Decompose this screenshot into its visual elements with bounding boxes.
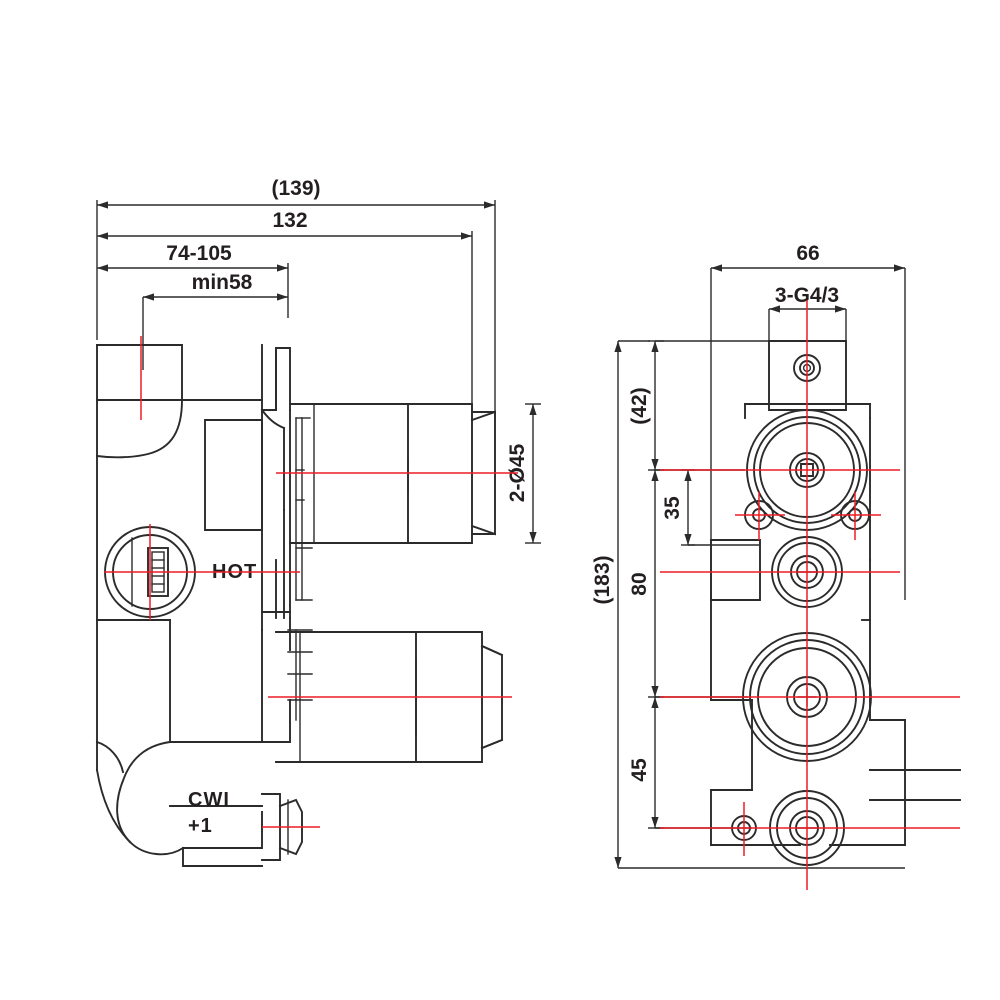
dimension-port-thread: 3-G4/3: [768, 284, 847, 340]
centerlines-right-view: [660, 300, 960, 890]
dimension-adjust-range: 74-105: [97, 242, 289, 318]
dimension-label-top-offset: (42): [628, 387, 651, 424]
dimension-label-overall-reference: (139): [271, 177, 320, 200]
dimension-label-minimum-depth: min58: [192, 271, 253, 294]
dimension-label-lower-spacing: 45: [628, 758, 651, 782]
dimension-lug-spacing: 35: [661, 469, 760, 546]
valve-body-side-profile: [95, 344, 263, 867]
dimension-overall-height: (183): [591, 340, 905, 869]
centerlines-left-view: [104, 336, 518, 828]
dimension-label-overall: 132: [272, 209, 307, 232]
dimension-minimum-depth: min58: [142, 271, 288, 370]
dimension-label-mid-spacing: 80: [628, 572, 651, 595]
dimension-overall: 132: [97, 209, 473, 420]
dimension-label-port-thread: 3-G4/3: [775, 284, 839, 307]
dimension-label-lug-spacing: 35: [661, 496, 684, 520]
label-cold-port-line1: CWI: [188, 789, 230, 811]
label-cold-port-line2: +1: [188, 815, 213, 837]
dimension-label-adjust-range: 74-105: [166, 242, 232, 265]
dimension-label-width: 66: [796, 242, 819, 265]
dimension-overall-reference: (139): [96, 177, 496, 420]
left-view-group: (139) 132 74-105 min58: [95, 177, 541, 867]
right-view-group: 66 3-G4/3: [591, 242, 961, 890]
wall-flange-detail: [260, 347, 313, 743]
dimension-label-overall-height: (183): [591, 555, 614, 604]
dimension-chain-vertical: (42) 80 45: [628, 340, 790, 829]
